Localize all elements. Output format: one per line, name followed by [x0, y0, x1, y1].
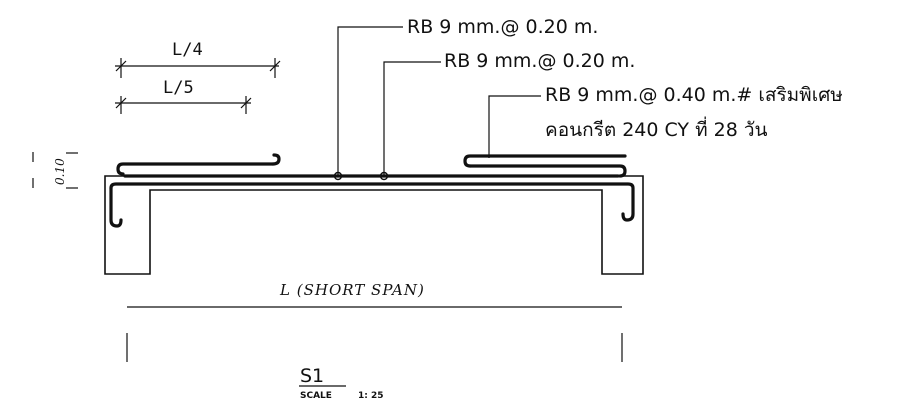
- dimension-thickness: 0.10: [32, 152, 78, 189]
- title-block: S1 SCALE 1: 25: [299, 365, 384, 401]
- callout-extra-bar: RB 9 mm.@ 0.40 m.# เสริมพิเศษ: [545, 84, 843, 106]
- slab-outline: [104, 175, 644, 275]
- leader-extra-bar: [488, 95, 541, 158]
- dim-label-fifth: L/5: [163, 78, 194, 98]
- leader-top-bar: [337, 26, 403, 176]
- scale-value: 1: 25: [358, 391, 384, 401]
- dimension-fifth-span: L/5: [115, 78, 252, 114]
- dimension-short-span: L (SHORT SPAN): [126, 281, 623, 362]
- callout-concrete: คอนกรีต 240 CY ที่ 28 วัน: [545, 116, 768, 141]
- leader-bottom-bar: [383, 61, 441, 176]
- dim-label-quarter: L/4: [172, 40, 203, 60]
- callout-top-bar: RB 9 mm.@ 0.20 m.: [407, 16, 598, 38]
- scale-label: SCALE: [300, 391, 332, 401]
- main-rebar: [109, 162, 635, 228]
- dim-label-short-span: L (SHORT SPAN): [279, 281, 425, 299]
- dimension-quarter-span: L/4: [115, 40, 281, 78]
- dim-label-thickness: 0.10: [53, 158, 67, 185]
- section-name: S1: [300, 365, 324, 387]
- callout-bottom-bar: RB 9 mm.@ 0.20 m.: [444, 50, 635, 72]
- extra-rebar: [271, 153, 627, 168]
